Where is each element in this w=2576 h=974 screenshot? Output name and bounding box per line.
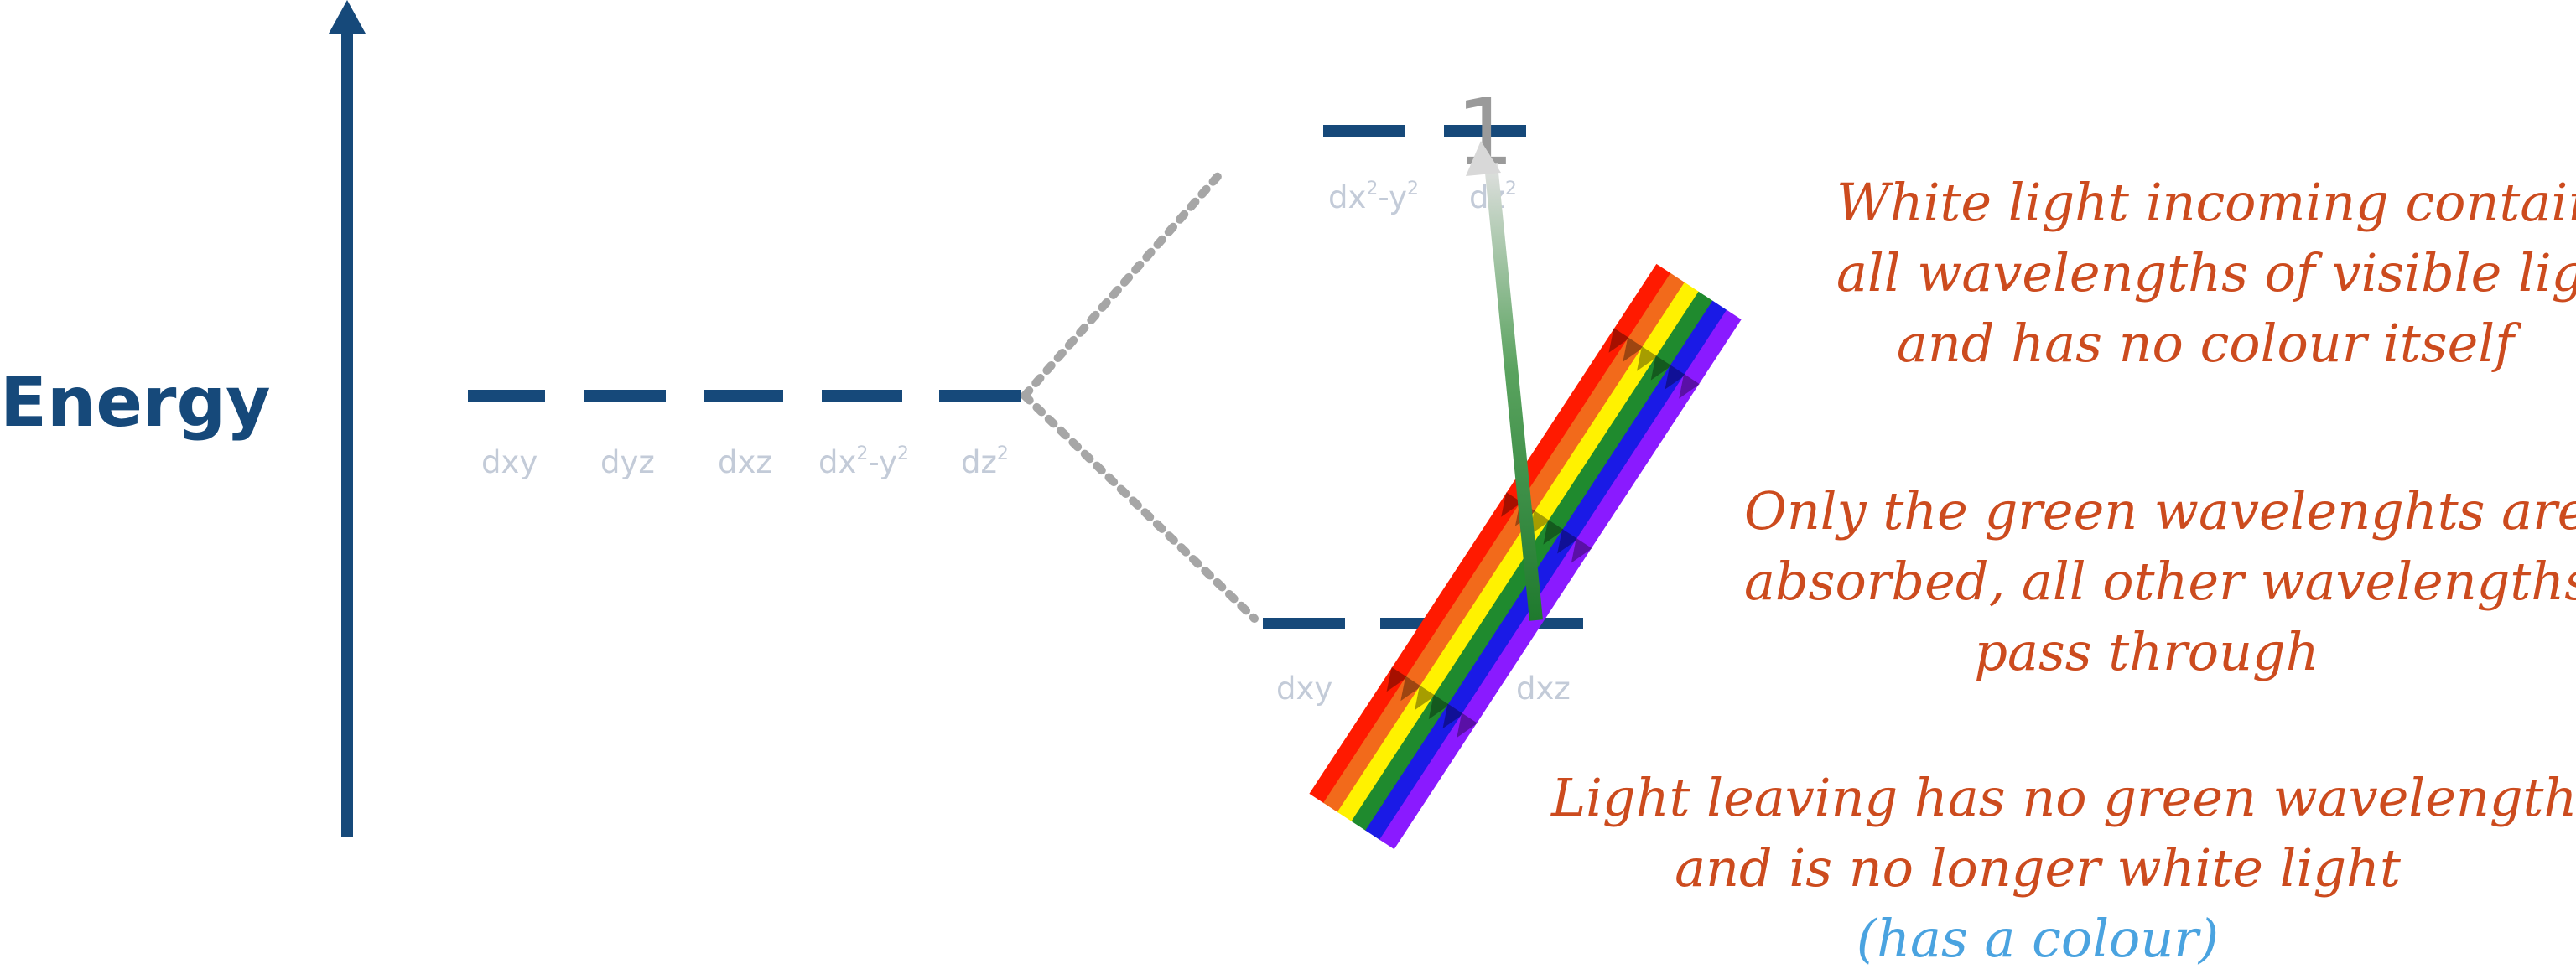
- beam-band-yellow: [1337, 282, 1700, 822]
- degenerate-orbitals: dxy dyz dxz dx2-y2 dz2: [468, 390, 1021, 480]
- callout-absorbed-light: Only the green wavelenghts are absorbed,…: [1744, 480, 2576, 682]
- beam-direction-arrow: [1543, 520, 1565, 545]
- energy-axis-label: Energy: [0, 363, 271, 443]
- orbital-label-lower-dxz: dxz: [1516, 671, 1571, 707]
- orbital-label-dx2-y2: dx2-y2: [818, 443, 909, 480]
- beam-direction-arrow: [1650, 355, 1672, 381]
- orbital-label-dyz: dyz: [600, 444, 655, 480]
- beam-band-blue: [1365, 300, 1727, 841]
- split-connector-lower: [1021, 391, 1259, 623]
- beam-direction-arrow: [1665, 365, 1686, 390]
- excitation-arrowhead: [1466, 141, 1501, 176]
- callout-leaving-light: Light leaving has no green wavelengths a…: [1551, 763, 2576, 974]
- beam-direction-arrow: [1608, 328, 1630, 353]
- excitation-arrow: [1484, 163, 1543, 621]
- energy-axis-arrowhead: [329, 0, 366, 34]
- beam-direction-arrow: [1557, 528, 1578, 554]
- orbital-label-lower-dxy: dxy: [1276, 671, 1332, 707]
- orbital-label-dxy: dxy: [481, 444, 538, 480]
- beam-band-orange: [1323, 272, 1685, 813]
- beam-direction-arrow: [1400, 676, 1422, 702]
- beam-direction-arrow: [1501, 492, 1522, 517]
- beam-direction-arrow: [1386, 666, 1408, 692]
- callout-note: (has a colour): [1856, 908, 2220, 969]
- beam-direction-arrow: [1623, 337, 1644, 362]
- orbital-label-dz2: dz2: [961, 443, 1009, 480]
- beam-direction-arrow: [1529, 510, 1550, 536]
- light-beam: [1309, 263, 1742, 850]
- beam-direction-arrow: [1457, 712, 1478, 738]
- beam-direction-arrow: [1679, 374, 1700, 399]
- orbital-label-dxz: dxz: [718, 444, 772, 480]
- beam-direction-arrow: [1637, 346, 1658, 371]
- beam-direction-arrow: [1442, 703, 1464, 729]
- callout-incoming-light: White light incoming contains all wavele…: [1836, 172, 2576, 374]
- beam-direction-arrow: [1415, 685, 1436, 711]
- beam-direction-arrow: [1428, 694, 1450, 720]
- beam-band-red: [1309, 263, 1671, 804]
- split-connector-upper: [1021, 168, 1225, 400]
- beam-band-violet: [1379, 309, 1742, 850]
- beam-direction-arrow: [1571, 537, 1592, 563]
- orbital-label-upper-dx2-y2: dx2-y2: [1328, 179, 1419, 215]
